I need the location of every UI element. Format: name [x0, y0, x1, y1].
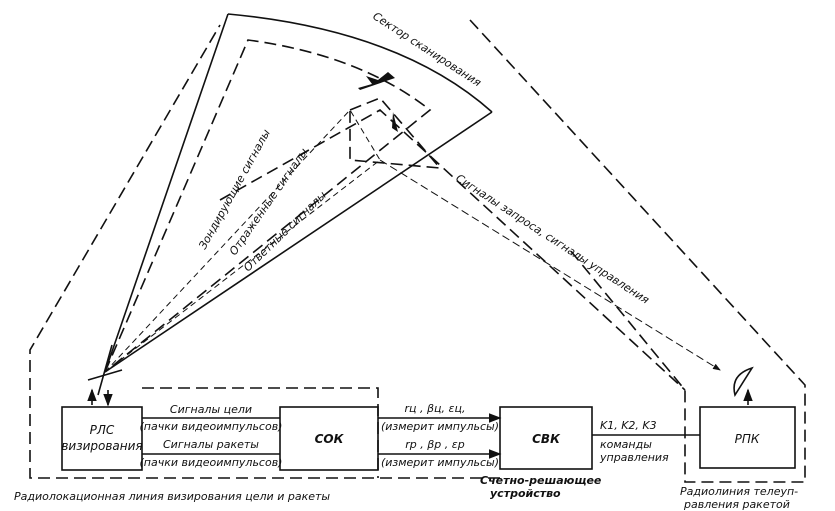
telecontrol-boundary — [469, 19, 806, 483]
missile-icon — [392, 112, 398, 132]
radar-antenna-icon — [87, 344, 123, 407]
sok-box — [279, 406, 379, 471]
telecontrol-caption-2: равления ракетой — [683, 498, 790, 511]
radar-box — [61, 406, 143, 471]
svk-box — [499, 406, 593, 470]
commands-label: K1, K2, K3 — [600, 419, 657, 432]
computer-caption-2: устройство — [490, 487, 561, 500]
rpk-antenna-icon — [733, 366, 754, 405]
target-coords-note: (измерит импульсы) — [381, 420, 499, 433]
uplink-arrow — [379, 159, 721, 371]
radar-label-2: визирования — [61, 439, 142, 453]
missile-signals-note: (пачки видеоимпульсов) — [140, 456, 283, 469]
radar-line-caption: Радиолокационная линия визирования цели … — [14, 490, 330, 503]
computer-caption-1: Счетно-решающее — [480, 474, 602, 487]
rpk-label: РПК — [735, 432, 760, 446]
missile-signals-label: Сигналы ракеты — [163, 438, 259, 451]
commands-note-1: команды — [600, 438, 652, 451]
rpk-box — [699, 406, 796, 469]
inner-boundary — [219, 109, 686, 391]
sok-label: СОК — [315, 432, 345, 446]
radar-label-1: РЛС — [90, 423, 115, 437]
aircraft-icon — [358, 72, 395, 90]
target-signals-label: Сигналы цели — [170, 403, 252, 416]
svk-label: СВК — [532, 432, 561, 446]
uplink-label: Сигналы запроса, сигналы управления — [453, 172, 651, 307]
target-coords-label: rц , βц, εц, — [405, 402, 466, 415]
missile-coords-label: rp , βp , εp — [405, 438, 464, 451]
missile-coords-note: (измерит импульсы) — [381, 456, 499, 469]
telecontrol-caption-1: Радиолиния телеуп- — [680, 485, 798, 498]
scan-sector — [104, 13, 493, 373]
radar-line-boundary — [29, 24, 500, 479]
commands-note-2: управления — [599, 451, 669, 464]
target-signals-note: (пачки видеоимпульсов) — [140, 420, 283, 433]
